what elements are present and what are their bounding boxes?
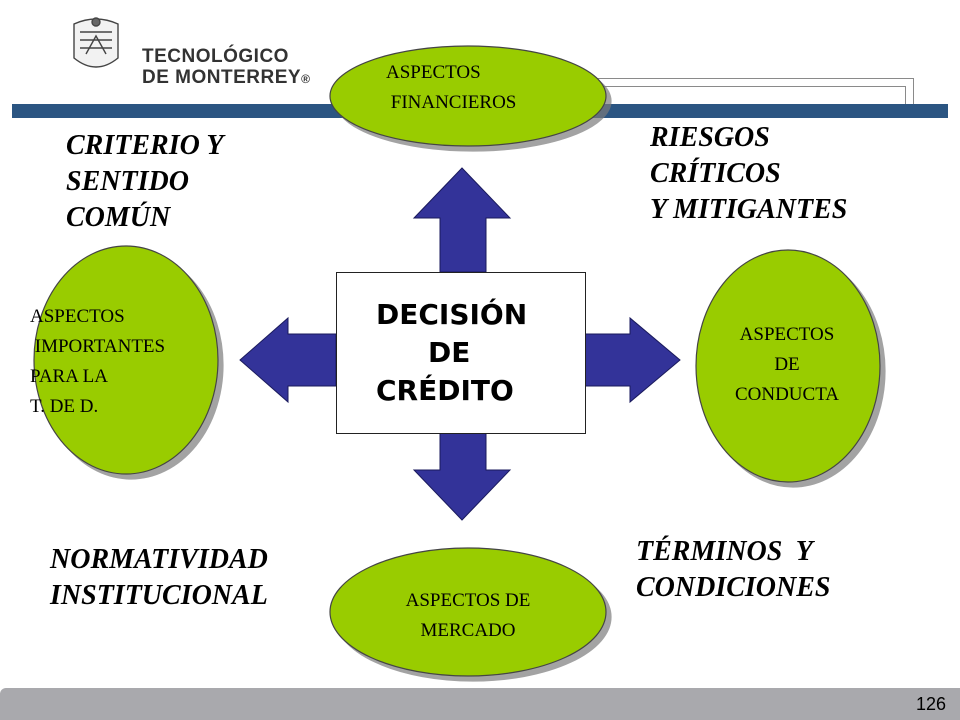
- brand-name: TECNOLÓGICO DE MONTERREY®: [142, 46, 310, 90]
- registered-mark: ®: [301, 72, 311, 86]
- center-line-3: CRÉDITO: [376, 374, 514, 407]
- brand-line-2-text: DE MONTERREY: [142, 67, 302, 88]
- arrow-right: [583, 316, 681, 404]
- center-line-2: DE: [428, 336, 471, 369]
- arrow-down: [412, 431, 512, 521]
- tec-monterrey-seal-logo: [73, 17, 119, 68]
- node-aspectos-mercado: ASPECTOS DE MERCADO: [405, 590, 531, 641]
- node-aspectos-financieros: ASPECTOS FINANCIEROS: [386, 62, 517, 113]
- page-number: 126: [915, 694, 946, 714]
- node-aspectos-importantes: ASPECTOS IMPORTANTES PARA LA T. DE D.: [30, 306, 166, 417]
- center-decision-text: DECISIÓN DE CRÉDITO: [376, 296, 527, 410]
- node-aspectos-conducta: ASPECTOS DE CONDUCTA: [734, 324, 840, 405]
- note-criterio-sentido-comun: CRITERIO Y SENTIDO COMÚN: [66, 130, 224, 233]
- brand-line-2: DE MONTERREY®: [142, 67, 310, 90]
- ellipse-mercado: [329, 547, 607, 677]
- footer-bar: [0, 688, 960, 720]
- center-box: [336, 272, 586, 434]
- arrow-up: [412, 167, 512, 273]
- arrow-left: [239, 316, 337, 404]
- ellipse-financieros: [329, 45, 607, 147]
- note-normatividad-institucional: NORMATIVIDAD INSTITUCIONAL: [50, 544, 268, 611]
- note-riesgos-criticos: RIESGOS CRÍTICOS Y MITIGANTES: [650, 122, 848, 225]
- brand-line-1: TECNOLÓGICO: [142, 46, 289, 67]
- ellipse-conducta: [695, 249, 881, 483]
- ellipse-importantes: [33, 245, 219, 475]
- center-line-1: DECISIÓN: [376, 298, 528, 331]
- note-terminos-condiciones: TÉRMINOS Y CONDICIONES: [636, 536, 831, 603]
